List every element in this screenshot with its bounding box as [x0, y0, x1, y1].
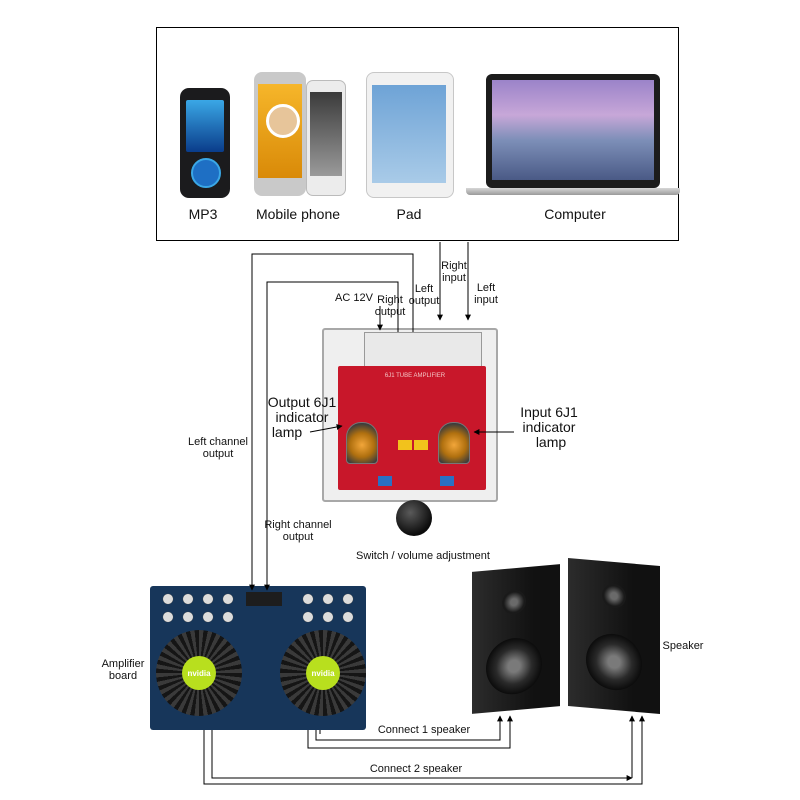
amplifier-label-1: Amplifier	[101, 658, 145, 670]
mobile-phone-label: Mobile phone	[255, 206, 341, 222]
left-channel-label-1: Left channel	[188, 436, 248, 448]
left-output-wire	[249, 253, 414, 591]
left-output-label-2: output	[408, 295, 440, 307]
right-output-label-2: output	[374, 306, 406, 318]
output-tube-image	[346, 422, 378, 464]
phone-album-art	[266, 104, 300, 138]
mp3-screen	[186, 100, 224, 152]
speaker-label: Speaker	[662, 640, 704, 652]
volume-knob-label: Switch / volume adjustment	[356, 550, 490, 562]
capacitor-yellow-2	[414, 440, 428, 450]
amp-fan-left	[182, 656, 216, 690]
pad-screen	[372, 85, 446, 183]
mp3-player-image	[180, 88, 230, 198]
left-channel-label-2: output	[202, 448, 234, 460]
pad-label: Pad	[396, 206, 422, 222]
right-output-label-1: Right	[377, 294, 403, 306]
preamp-board-text: 6J1 TUBE AMPLIFIER	[384, 373, 446, 379]
computer-base-image	[466, 188, 680, 195]
phone2-screen	[310, 92, 342, 176]
right-channel-label-1: Right channel	[264, 519, 332, 531]
amp-capacitor-row-right	[298, 590, 358, 626]
amp-heatsink-right: nvidia	[280, 630, 366, 716]
computer-screen-image	[486, 74, 660, 188]
left-output-label-1: Left	[414, 283, 434, 295]
input-lamp-label-2: indicator	[522, 419, 576, 435]
input-tube-image	[438, 422, 470, 464]
right-input-label-1: Right	[441, 260, 467, 272]
connect1-wire-top	[315, 715, 503, 741]
ac-12v-label: AC 12V	[335, 292, 373, 304]
output-lamp-label-3: lamp	[271, 424, 303, 440]
capacitor-blue-1	[378, 476, 392, 486]
capacitor-blue-2	[440, 476, 454, 486]
left-input-label-2: input	[474, 294, 498, 306]
input-lamp-label-1: Input 6J1	[520, 404, 578, 420]
preamp-connector-block	[364, 332, 482, 370]
connect2-wire-top	[211, 730, 633, 781]
fan-brand-left: nvidia	[187, 669, 211, 678]
right-input-label-2: input	[442, 272, 466, 284]
connect1-wire-bottom	[307, 715, 513, 749]
mobile-phone-image-2	[306, 80, 346, 196]
capacitor-yellow-1	[398, 440, 412, 450]
amplifier-label-2: board	[108, 670, 138, 682]
computer-wallpaper	[492, 80, 654, 180]
output-lamp-label-2: indicator	[275, 409, 329, 425]
connect2-wire-bottom	[203, 715, 645, 785]
output-lamp-label-1: Output 6J1	[267, 394, 337, 410]
fan-brand-right: nvidia	[311, 669, 335, 678]
right-output-wire	[264, 281, 399, 591]
right-channel-label-2: output	[282, 531, 314, 543]
mp3-label: MP3	[188, 206, 218, 222]
left-input-label-1: Left	[476, 282, 496, 294]
mp3-play-button	[191, 158, 221, 188]
connect-2-speaker-label: Connect 2 speaker	[369, 763, 463, 775]
mobile-phone-image	[254, 72, 306, 196]
amp-terminal-block	[246, 592, 282, 606]
amp-capacitor-row-left	[158, 590, 236, 626]
volume-knob[interactable]	[396, 500, 432, 536]
output-lamp-arrow	[309, 424, 343, 433]
computer-label: Computer	[544, 206, 606, 222]
amp-heatsink-left: nvidia	[156, 630, 242, 716]
input-lamp-label-3: lamp	[535, 434, 567, 450]
connect-1-speaker-label: Connect 1 speaker	[377, 724, 471, 736]
amp-fan-right	[306, 656, 340, 690]
amplifier-board-image: nvidia nvidia	[150, 586, 366, 730]
pad-image	[366, 72, 454, 198]
source-devices-panel	[156, 27, 679, 241]
